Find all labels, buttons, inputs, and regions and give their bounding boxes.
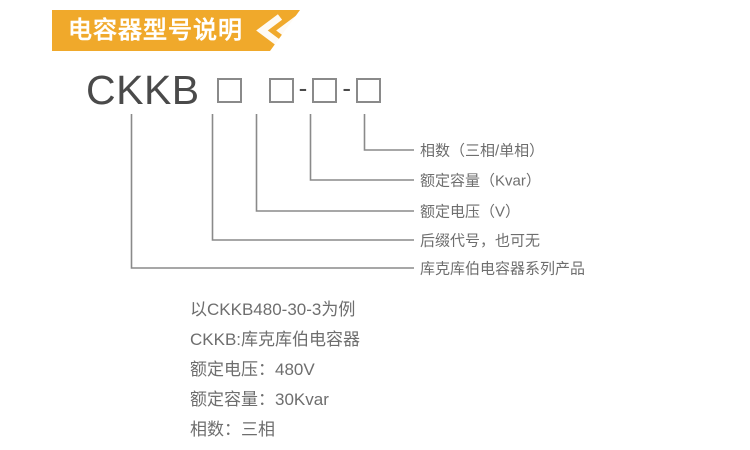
example-line: 以CKKB480-30-3为例	[190, 300, 356, 319]
banner-background-shape	[52, 10, 300, 51]
example-line: 额定容量：30Kvar	[190, 390, 329, 409]
model-code-separator-1: -	[298, 73, 308, 103]
model-code-box-3	[312, 77, 338, 103]
model-code-box-4	[356, 77, 381, 103]
example-line: CKKB:库克库伯电容器	[190, 330, 361, 349]
leader-line-phase-count	[363, 114, 414, 151]
leader-line-suffix-code	[211, 114, 414, 241]
example-line: 相数：三相	[190, 420, 275, 439]
model-code-box-2	[268, 77, 294, 103]
example-block: 以CKKB480-30-3为例 CKKB:库克库伯电容器 额定电压：480V 额…	[190, 295, 360, 445]
model-code-row: CKKB - -	[86, 66, 381, 114]
double-chevron-left-icon	[256, 14, 303, 47]
callout-label-phase-count: 相数（三相/单相）	[420, 142, 545, 160]
model-code-prefix: CKKB	[86, 66, 200, 113]
leader-line-rated-power	[309, 114, 414, 181]
header-banner: 电容器型号说明	[52, 10, 320, 51]
callout-label-rated-voltage: 额定电压（V）	[420, 203, 521, 221]
model-code-box-1	[216, 77, 242, 103]
callout-label-rated-power: 额定容量（Kvar）	[420, 172, 541, 190]
callout-label-suffix-code: 后缀代号，也可无	[420, 232, 541, 250]
callout-label-series: 库克库伯电容器系列产品	[420, 260, 586, 278]
model-code-separator-2: -	[342, 73, 351, 103]
example-line: 额定电压：480V	[190, 360, 315, 379]
banner-title: 电容器型号说明	[68, 17, 243, 44]
leader-line-rated-voltage	[255, 114, 414, 212]
leader-line-series	[130, 114, 414, 269]
